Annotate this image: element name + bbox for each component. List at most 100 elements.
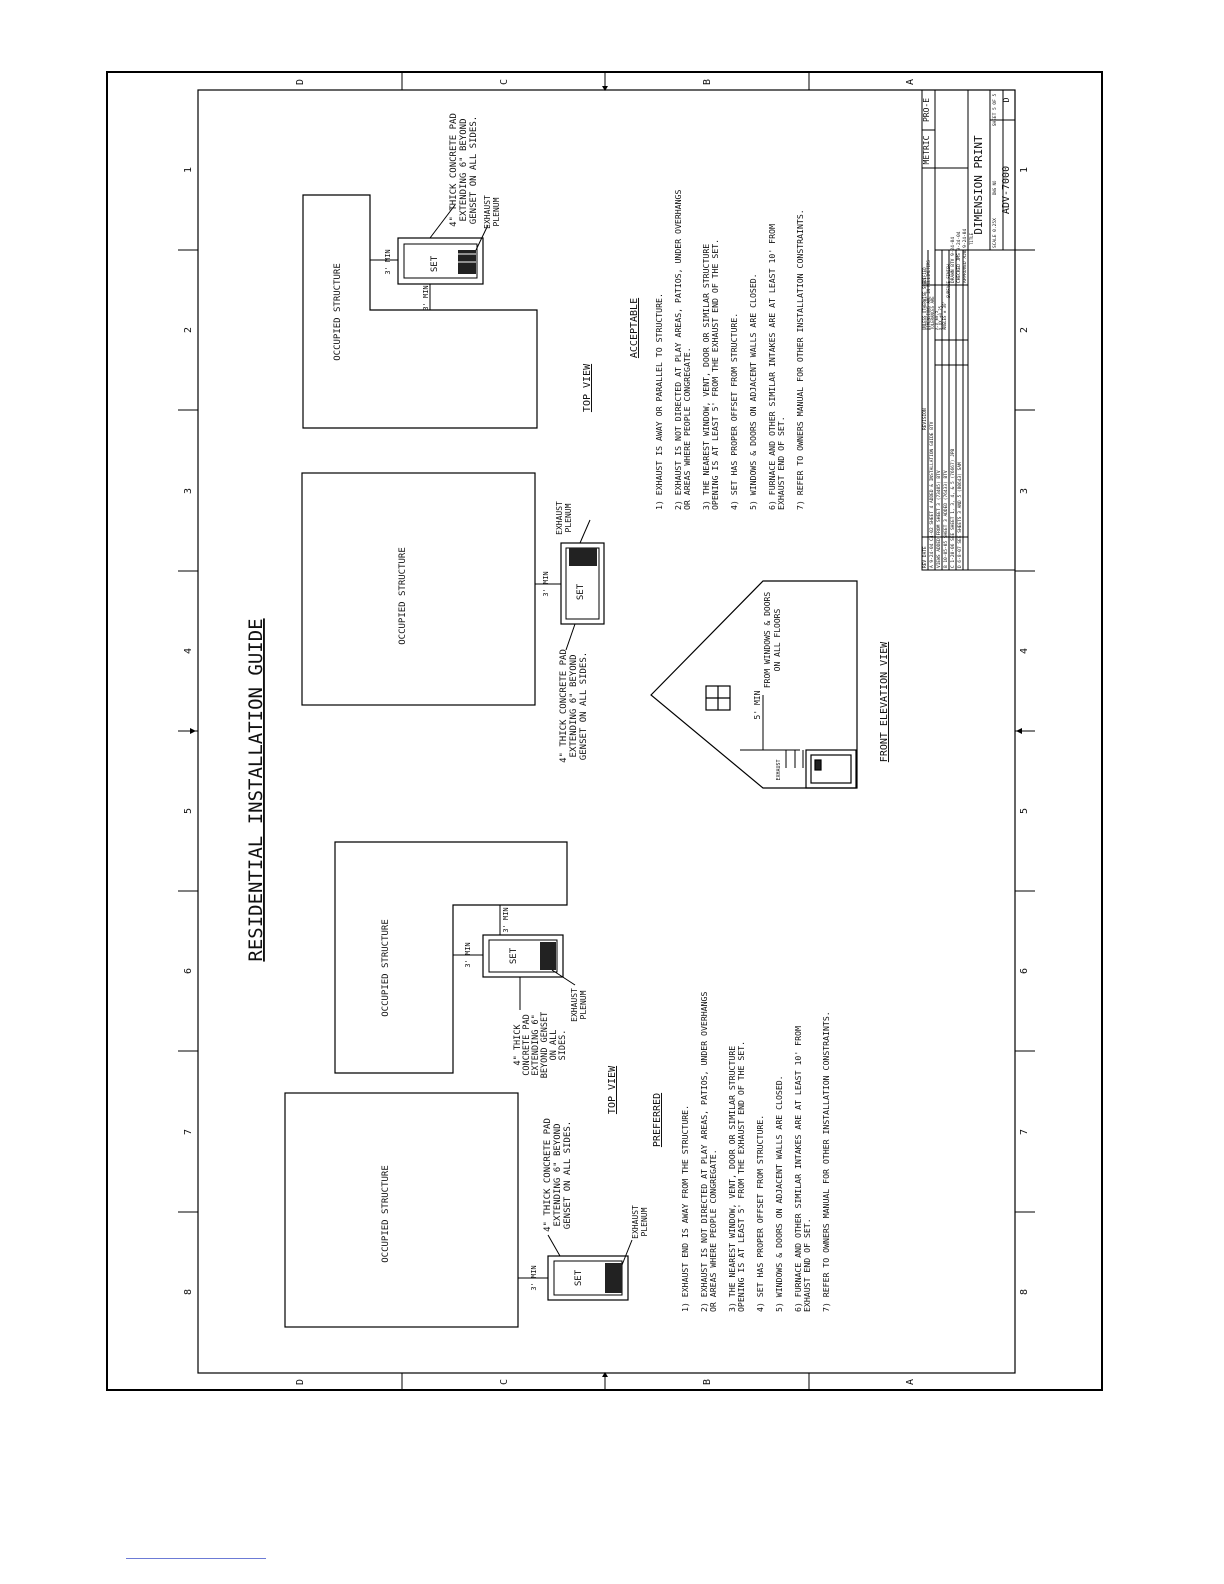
preferred-note-6a: 6) FURNACE AND OTHER SIMILAR INTAKES ARE… (793, 1026, 803, 1312)
acceptable-heading: ACCEPTABLE (629, 298, 640, 358)
zone-right-2: 2 (1019, 327, 1030, 333)
revision-rows: A 9-24-04 C4-02 SHEET 4 ADDED & INSTALLA… (929, 421, 963, 568)
front-elevation-label: FRONT ELEVATION VIEW (879, 641, 890, 762)
svg-text:ON ALL: ON ALL (549, 1030, 559, 1061)
plenum-leader-b (579, 519, 591, 544)
zone-top-a: A (905, 79, 916, 85)
sheet-number: SHEET 5 OF 5 (992, 93, 998, 126)
svg-text:4" THICK CONCRETE PAD: 4" THICK CONCRETE PAD (543, 1118, 553, 1232)
top-view-label-a: TOP VIEW (582, 363, 593, 412)
pad-note-b: 4" THICK CONCRETE PAD EXTENDING 6" BEYON… (559, 649, 589, 763)
revision-row: VIEWS ADDED FROM SHEET 3 (73405) BTV (936, 470, 942, 568)
top-zone-dividers (178, 72, 1035, 1390)
zone-left-7: 7 (183, 1129, 194, 1135)
revision-row: C 1-20-06 SEE SHEET 1, 3, 4, & 5 (76667)… (950, 448, 956, 568)
genset-elevation (805, 749, 857, 789)
surface-finish-label: SURFACE FINISH (946, 264, 951, 298)
dim-5min-note: 5' MIN FROM WINDOWS & DOORS ON ALL FLOOR… (753, 592, 782, 720)
pad-note-d: 4" THICK CONCRETE PAD EXTENDING 6" BEYON… (543, 1118, 573, 1232)
exhaust-plenum-note-c: EXHAUST PLENUM (570, 988, 588, 1022)
occupied-structure-label-b: OCCUPIED STRUCTURE (398, 547, 408, 645)
svg-text:GENSET ON ALL SIDES.: GENSET ON ALL SIDES. (579, 652, 589, 760)
svg-text:X.XX ±0.25: X.XX ±0.25 (938, 305, 943, 330)
svg-text:4" THICK: 4" THICK (513, 1024, 523, 1066)
acceptable-top-view-a (302, 194, 538, 429)
genset-preferred-c (482, 934, 564, 978)
preferred-notes: 1) EXHAUST END IS AWAY FROM THE STRUCTUR… (680, 992, 831, 1312)
exhaust-plenum-block-b (569, 548, 597, 566)
svg-text:EXHAUST: EXHAUST (570, 988, 579, 1022)
exhaust-plenum-block-d (605, 1263, 622, 1293)
exhaust-plenum-note-b: EXHAUST PLENUM (555, 501, 573, 535)
zone-top-d: D (295, 79, 306, 85)
zone-right-8: 8 (1019, 1289, 1030, 1295)
dim-3min-label-c: 3' MIN (542, 571, 550, 596)
genset-acceptable-a (397, 237, 484, 285)
preferred-note-7: 7) REFER TO OWNERS MANUAL FOR OTHER INST… (821, 1011, 831, 1312)
pad-leader-b (565, 623, 576, 651)
svg-text:PLENUM: PLENUM (579, 990, 588, 1019)
zone-right-5: 5 (1019, 808, 1030, 814)
genset-set-label-c: SET (509, 947, 519, 964)
preferred-note-1: 1) EXHAUST END IS AWAY FROM THE STRUCTUR… (680, 1105, 690, 1312)
tolerance-notes: UNLESS OTHERWISE SPECIFIED DIMENSIONS AR… (922, 260, 947, 330)
acceptable-notes: 1) EXHAUST IS AWAY OR PARALLEL TO STRUCT… (654, 190, 805, 510)
title-block-title: DIMENSION PRINT (972, 135, 985, 235)
svg-text:UNLESS OTHERWISE SPECIFIED: UNLESS OTHERWISE SPECIFIED (922, 267, 927, 330)
approvals: DRAWN BTV 9-24-04 CHECKED JMS 9-24-04 AP… (950, 228, 968, 283)
revision-letter: D (1002, 97, 1011, 102)
acceptable-note-6a: 6) FURNACE AND OTHER SIMILAR INTAKES ARE… (767, 224, 777, 510)
genset-preferred-d (547, 1255, 629, 1301)
center-mark-right (1016, 728, 1022, 734)
window-icon (705, 685, 731, 711)
top-view-label-c: TOP VIEW (607, 1065, 618, 1114)
svg-text:PLENUM: PLENUM (564, 503, 573, 532)
acceptable-note-2b: OR AREAS WHERE PEOPLE CONGREGATE. (682, 347, 692, 510)
dwg-no-label: DWG NO (992, 180, 997, 195)
revision-header: REV DATE REVISION BY (922, 277, 928, 568)
zone-bottom-c: C (499, 1379, 510, 1385)
svg-text:REV DATE: REV DATE (922, 546, 928, 568)
center-mark-bottom (602, 1372, 608, 1377)
svg-text:EXHAUST: EXHAUST (483, 195, 492, 229)
exhaust-plenum-note-a: EXHAUST PLENUM (483, 195, 501, 229)
revision-row: D 6-8-07 SEE SHEETS 3 AND 5 (80643) SAM (957, 462, 963, 568)
dim-3min-label-b: 3' MIN (422, 285, 430, 310)
svg-text:4" THICK CONCRETE PAD: 4" THICK CONCRETE PAD (449, 113, 459, 227)
svg-text:GENSET ON ALL SIDES.: GENSET ON ALL SIDES. (469, 116, 479, 224)
plenum-leader-c (551, 969, 576, 986)
pad-leader (429, 204, 456, 239)
zone-left-3: 3 (183, 488, 194, 494)
drawing-title: RESIDENTIAL INSTALLATION GUIDE (245, 618, 267, 961)
acceptable-note-1: 1) EXHAUST IS AWAY OR PARALLEL TO STRUCT… (654, 293, 664, 510)
scale-label: SCALE 0.25X (992, 218, 998, 248)
preferred-note-2a: 2) EXHAUST IS NOT DIRECTED AT PLAY AREAS… (699, 992, 709, 1312)
zone-left-6: 6 (183, 968, 194, 974)
acceptable-note-3b: OPENING IS AT LEAST 5' FROM THE EXHAUST … (710, 239, 720, 510)
title-label: TITLE (969, 232, 974, 245)
svg-text:EXTENDING 6" BEYOND: EXTENDING 6" BEYOND (553, 1124, 563, 1227)
occupied-structure-d (284, 1092, 519, 1328)
svg-text:X.X ±0.5: X.X ±0.5 (934, 310, 939, 330)
preferred-note-6b: EXHAUST END OF SET. (802, 1218, 812, 1312)
pro-e-label: PRO-E (922, 98, 931, 122)
occupied-structure-label-d: OCCUPIED STRUCTURE (381, 1165, 391, 1263)
zone-right-3: 3 (1019, 488, 1030, 494)
pad-note-c: 4" THICK CONCRETE PAD EXTENDING 6" BEYON… (513, 1012, 568, 1079)
zone-top-c: C (499, 79, 510, 85)
zone-bottom-a: A (905, 1379, 916, 1385)
svg-text:ON ALL FLOORS: ON ALL FLOORS (773, 609, 782, 672)
dim-3min-label: 3' MIN (384, 249, 392, 274)
zone-left-8: 8 (183, 1289, 194, 1295)
svg-text:EXHAUST: EXHAUST (555, 501, 564, 535)
svg-text:5' MIN: 5' MIN (753, 690, 762, 719)
occupied-structure-label-c: OCCUPIED STRUCTURE (381, 919, 391, 1017)
svg-text:DRAWN BTV 9-24-04: DRAWN BTV 9-24-04 (950, 237, 956, 283)
svg-text:4" THICK CONCRETE PAD: 4" THICK CONCRETE PAD (559, 649, 569, 763)
zone-right-6: 6 (1019, 968, 1030, 974)
dim-3min-label-e: 3' MIN (502, 907, 510, 932)
acceptable-note-7: 7) REFER TO OWNERS MANUAL FOR OTHER INST… (795, 209, 805, 510)
svg-text:BEYOND GENSET: BEYOND GENSET (540, 1012, 550, 1079)
preferred-note-3a: 3) THE NEAREST WINDOW, VENT, DOOR OR SIM… (727, 1046, 737, 1312)
